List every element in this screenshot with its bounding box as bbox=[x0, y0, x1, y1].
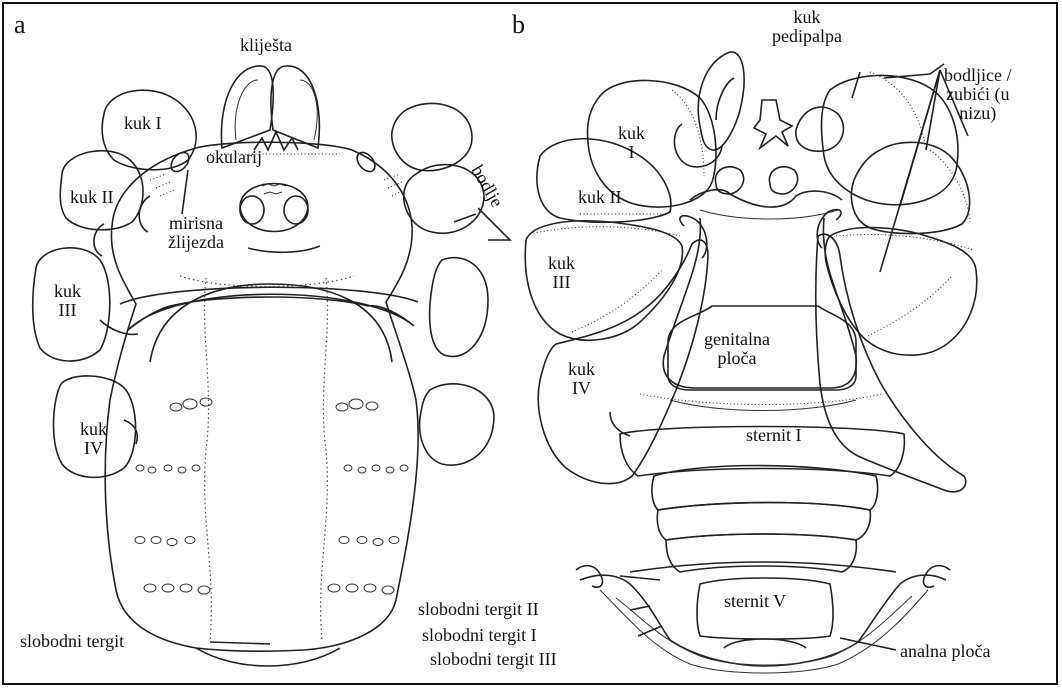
label-coxa-III-a: kuk III bbox=[54, 282, 81, 320]
label-coxa-III-b: kuk III bbox=[548, 254, 575, 292]
label-anal-plate: analna ploča bbox=[900, 642, 990, 660]
label-genital-plate: genitalna ploča bbox=[704, 330, 770, 368]
pedipalp-coxa-right bbox=[796, 107, 844, 151]
pits-a bbox=[135, 398, 408, 594]
panel-letter-a: a bbox=[14, 10, 26, 40]
panel-letter-b: b bbox=[512, 10, 525, 40]
chelicera-left bbox=[221, 66, 273, 148]
label-chelicerae: kliješta bbox=[240, 36, 292, 54]
pedipalp-left bbox=[698, 52, 744, 150]
label-free-tergite-II: slobodni tergit II bbox=[418, 600, 539, 618]
label-coxa-IV-a: kuk IV bbox=[80, 420, 107, 458]
coxae-right-a bbox=[392, 103, 494, 465]
scent-gland-left bbox=[168, 149, 193, 175]
label-scent-gland: mirisna žlijezda bbox=[168, 214, 224, 252]
leader-lines bbox=[182, 64, 968, 650]
label-coxa-II-b: kuk II bbox=[578, 188, 622, 206]
label-denticles: bodljice / zubići (u nizu) bbox=[944, 66, 1011, 123]
dorsal-view bbox=[33, 66, 494, 666]
ocularium bbox=[240, 184, 320, 253]
label-free-tergite: slobodni tergit bbox=[20, 632, 124, 650]
label-sternite-I: sternit I bbox=[746, 426, 802, 444]
label-free-tergite-I: slobodni tergit I bbox=[422, 626, 537, 644]
label-coxa-II-a: kuk II bbox=[70, 188, 114, 206]
label-free-tergite-III: slobodni tergit III bbox=[430, 650, 557, 668]
label-coxa-I-b: kuk I bbox=[618, 124, 645, 162]
label-ocularium: okularij bbox=[206, 148, 262, 166]
label-coxa-I-a: kuk I bbox=[124, 114, 162, 132]
mouth-center bbox=[754, 100, 792, 148]
label-coxa-IV-b: kuk IV bbox=[568, 360, 595, 398]
label-sternite-V: sternit V bbox=[724, 592, 786, 610]
label-pedipalp-coxa: kuk pedipalpa bbox=[772, 8, 842, 46]
